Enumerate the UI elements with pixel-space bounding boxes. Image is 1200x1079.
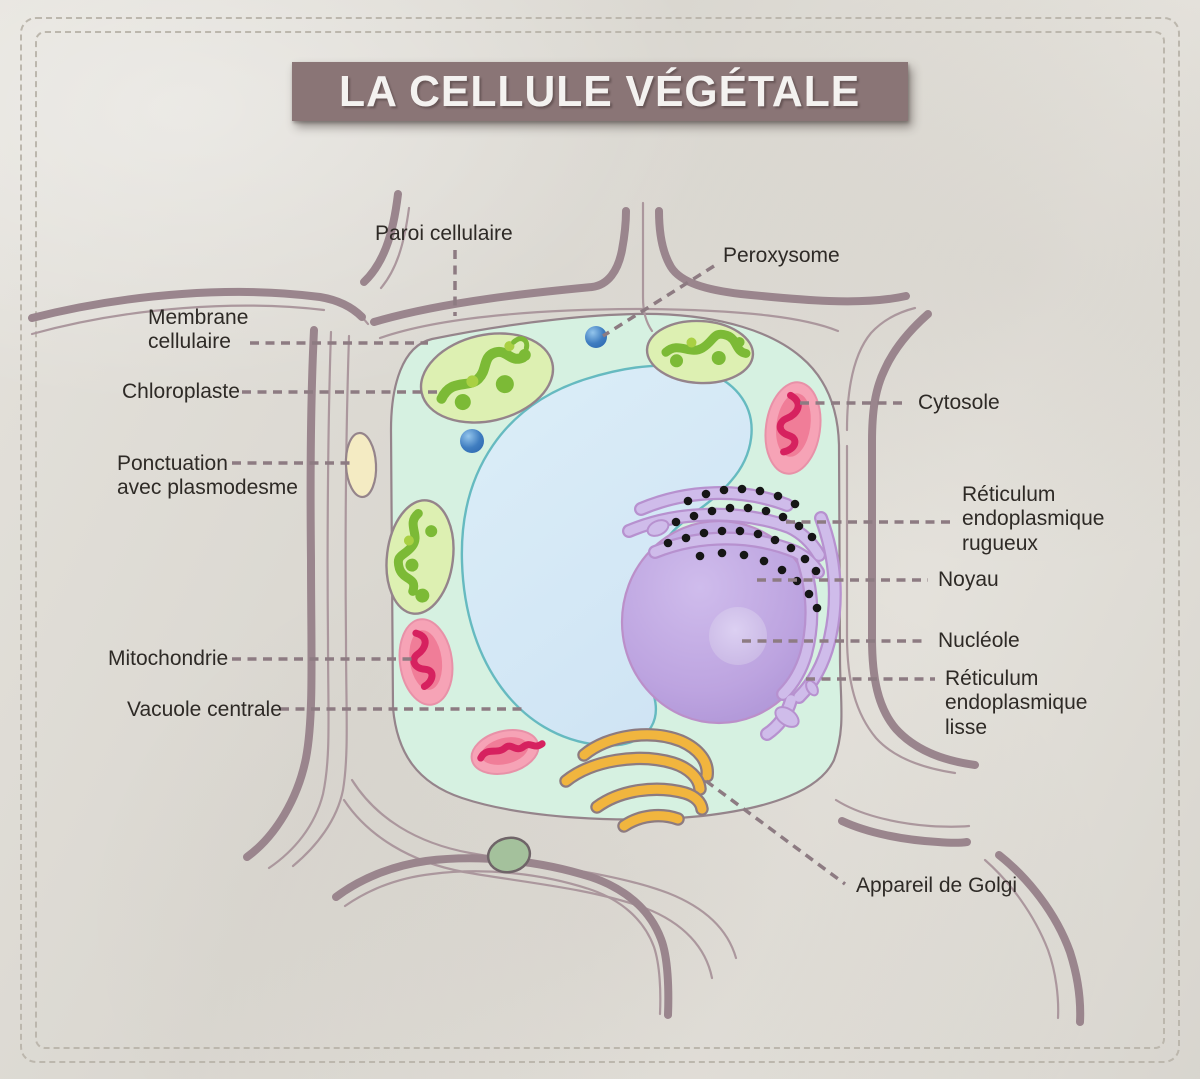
label-membrane-cellulaire: Membrane cellulaire <box>148 306 249 354</box>
label-vacuole-centrale: Vacuole centrale <box>127 698 282 721</box>
label-reticulum-lisse: Réticulum endoplasmique lisse <box>945 667 1088 739</box>
intercellular-oval <box>486 836 532 874</box>
label-mitochondrie: Mitochondrie <box>108 647 229 670</box>
title-banner: LA CELLULE VÉGÉTALE <box>292 62 908 121</box>
peroxisome-top <box>585 326 607 348</box>
ribosome-dots <box>663 484 822 613</box>
leader-lines <box>232 250 950 886</box>
mitochondrion-right <box>764 381 822 475</box>
label-appareil-de-golgi: Appareil de Golgi <box>856 874 1018 897</box>
chloroplast-top-right <box>645 319 755 385</box>
label-paroi-cellulaire: Paroi cellulaire <box>375 222 513 245</box>
chloroplast-left <box>385 499 455 615</box>
golgi-apparatus <box>559 728 714 833</box>
endoplasmic-reticulum <box>622 486 842 741</box>
chloroplast-top-left <box>419 332 555 424</box>
mitochondrion-left <box>398 618 454 706</box>
label-nucleole: Nucléole <box>938 629 1020 652</box>
nucleolus <box>709 607 767 665</box>
nucleus <box>620 519 818 725</box>
cell-wall-lines <box>28 190 1085 1026</box>
peroxisome-left <box>460 429 484 453</box>
pit-plasmodesma <box>344 431 378 499</box>
label-ponctuation-plasmodesme: Ponctuation avec plasmodesme <box>117 452 298 500</box>
label-reticulum-rugueux: Réticulum endoplasmique rugueux <box>962 483 1105 555</box>
mitochondrion-bottom <box>470 729 546 775</box>
label-peroxysome: Peroxysome <box>723 244 840 267</box>
label-noyau: Noyau <box>938 568 999 591</box>
label-chloroplaste: Chloroplaste <box>122 380 240 403</box>
page-title: LA CELLULE VÉGÉTALE <box>339 66 861 116</box>
label-cytosole: Cytosole <box>918 391 1000 414</box>
